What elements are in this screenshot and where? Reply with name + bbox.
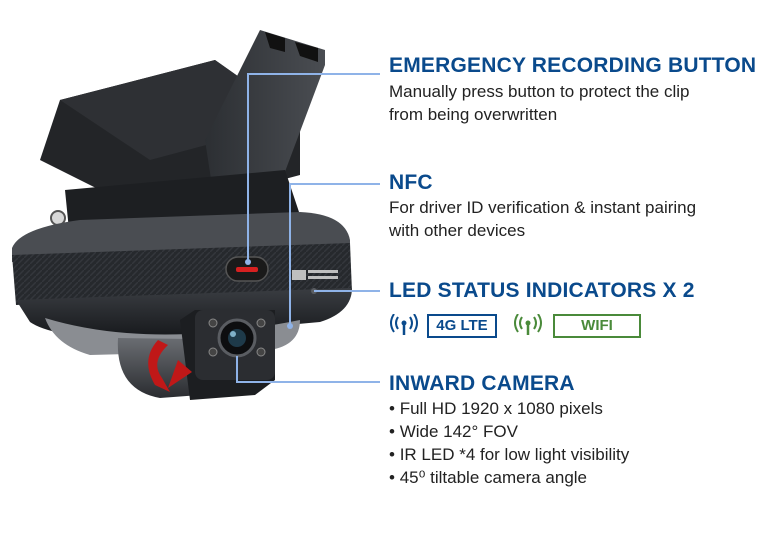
- spec-item: Full HD 1920 x 1080 pixels: [389, 397, 629, 420]
- ir-led-1: [208, 318, 218, 328]
- nfc-title: NFC: [389, 171, 433, 194]
- ir-led-4: [256, 347, 266, 357]
- spec-item: IR LED *4 for low light visibility: [389, 443, 630, 466]
- callout-line-emergency: [247, 73, 380, 262]
- lte-signal-icon: [390, 314, 418, 335]
- wifi-signal-icon: [514, 314, 542, 335]
- callout-line-nfc: [289, 183, 380, 326]
- ir-led-3: [208, 347, 218, 357]
- nfc-desc-line2: with other devices: [389, 221, 526, 240]
- spec-item: 45⁰ tiltable camera angle: [389, 466, 629, 489]
- inward-camera-title: INWARD CAMERA: [389, 372, 575, 395]
- connected-camera-logo: [292, 270, 338, 280]
- tilt-arrow-icon: [148, 340, 170, 392]
- callout-dot-emergency: [245, 259, 251, 265]
- emergency-button-desc-line1: Manually press button to protect the cli…: [389, 82, 690, 101]
- camera-body-bottom: [16, 288, 352, 340]
- callout-dot-nfc: [287, 323, 293, 329]
- callout-line-camera: [236, 356, 380, 383]
- tilt-arrow-head: [168, 360, 192, 388]
- wifi-status-badge: WIFI: [553, 314, 641, 338]
- nfc-desc-line1: For driver ID verification & instant pai…: [389, 198, 697, 217]
- camera-body-band: [12, 243, 352, 305]
- inward-camera-spec-list: Full HD 1920 x 1080 pixels Wide 142° FOV…: [389, 397, 630, 489]
- emergency-button-desc-line2: from being overwritten: [389, 105, 558, 124]
- spec-item: Wide 142° FOV: [389, 420, 629, 443]
- inward-camera-module: [180, 310, 275, 400]
- dashcam-illustration: [12, 30, 380, 400]
- lte-status-badge: 4G LTE: [427, 314, 497, 338]
- led-indicators-title: LED STATUS INDICATORS X 2: [389, 279, 695, 302]
- emergency-button-light: [236, 267, 258, 272]
- emergency-button-title: EMERGENCY RECORDING BUTTON: [389, 54, 757, 77]
- ir-led-2: [256, 318, 266, 328]
